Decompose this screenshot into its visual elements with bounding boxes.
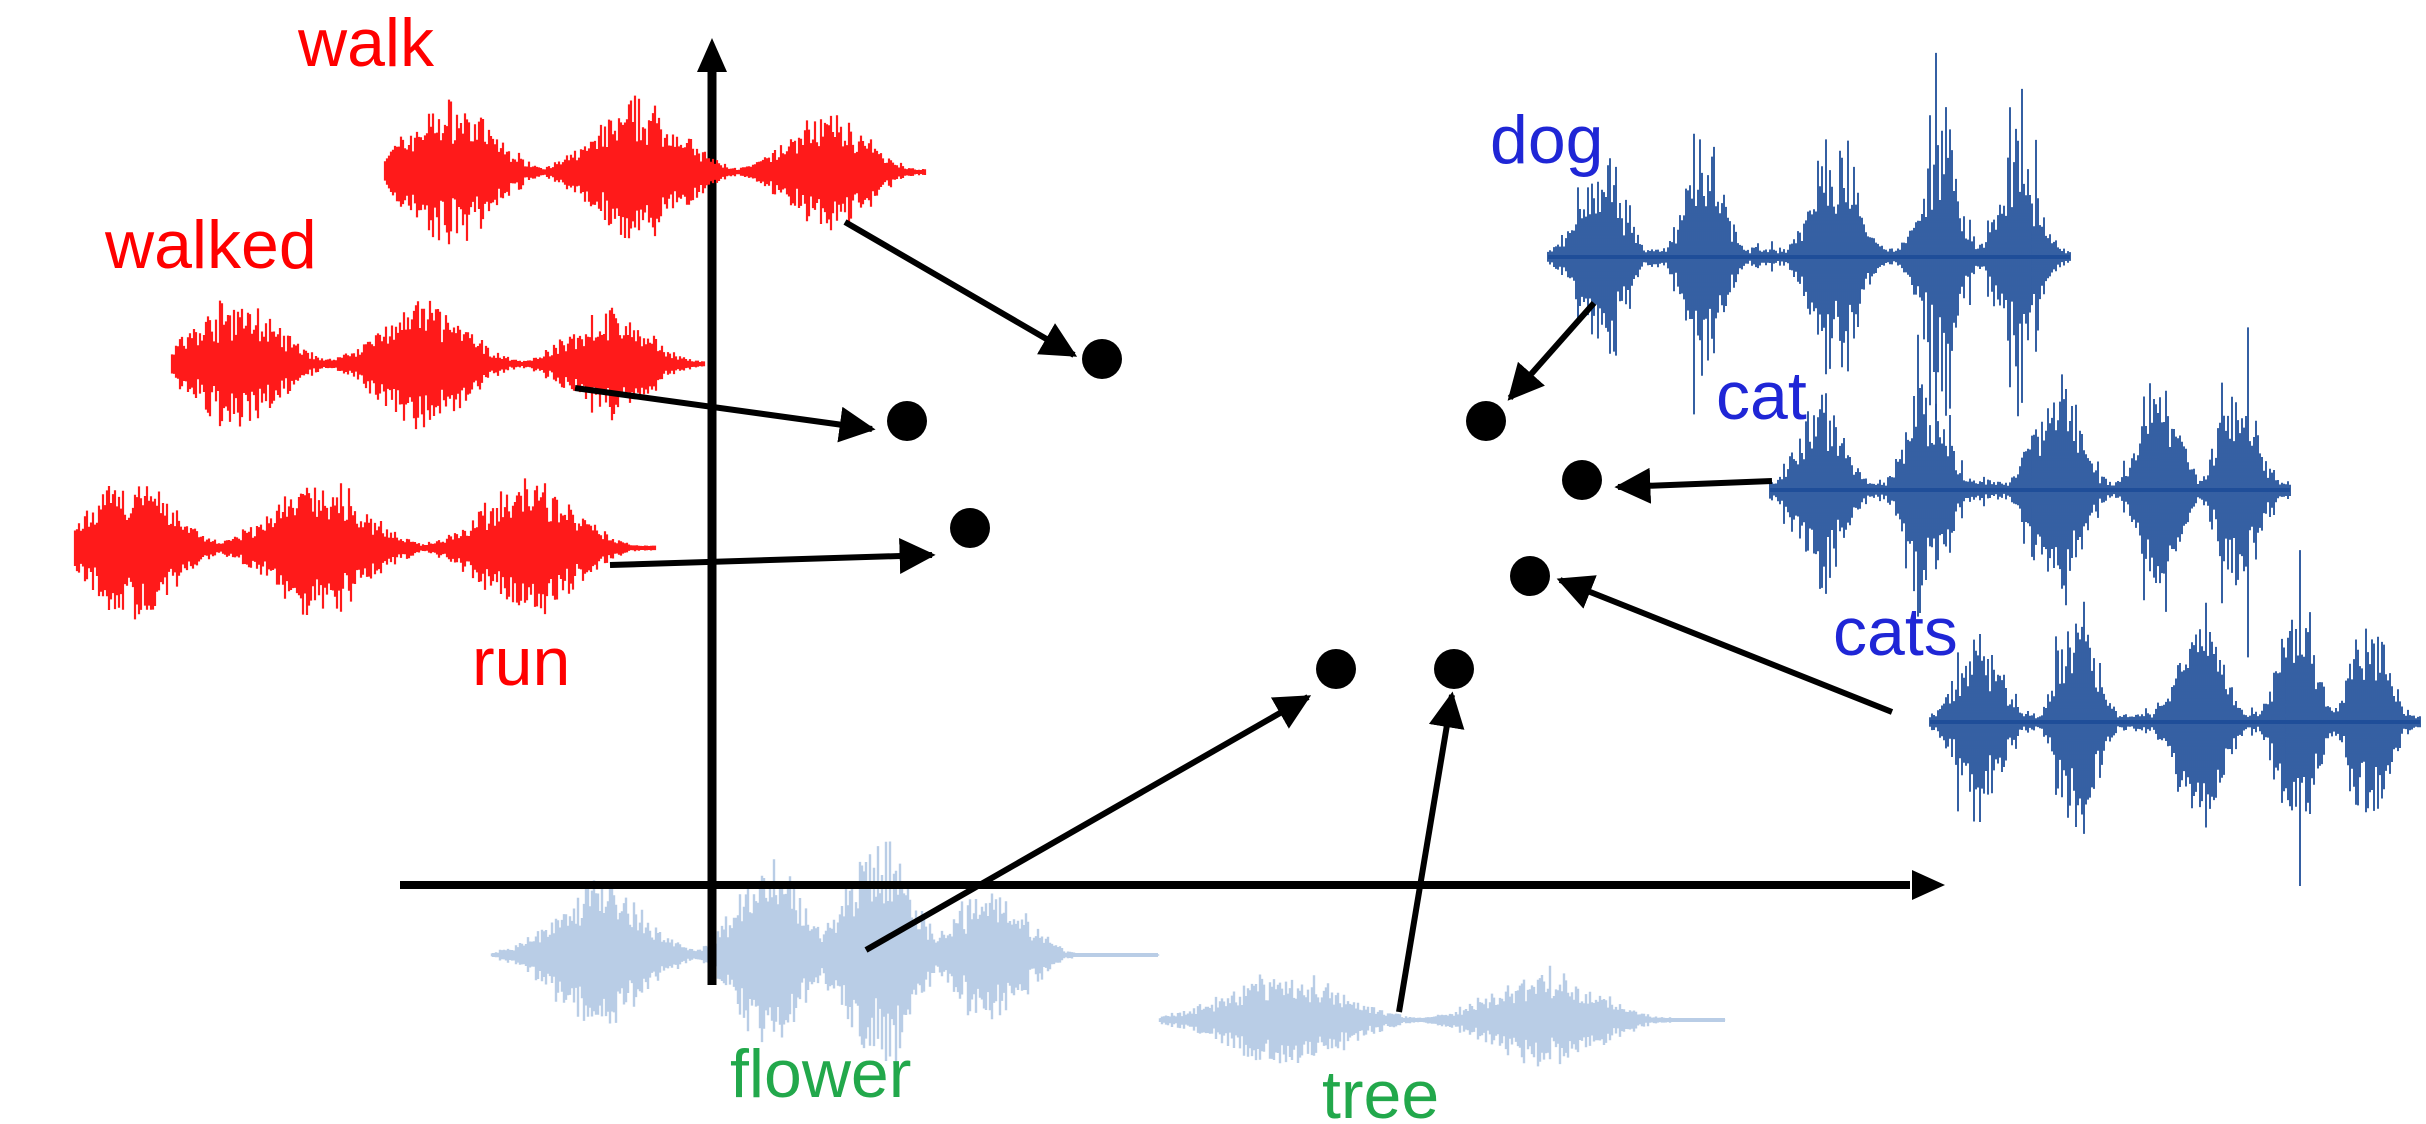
label-walk: walk bbox=[297, 5, 435, 81]
waveform-run bbox=[73, 478, 657, 620]
point-cat bbox=[1562, 460, 1602, 500]
point-walk bbox=[1082, 339, 1122, 379]
label-run: run bbox=[472, 624, 570, 700]
arrow-walked bbox=[574, 385, 876, 443]
point-cats bbox=[1510, 556, 1550, 596]
arrow-flower bbox=[864, 694, 1312, 953]
waveform-tree bbox=[1158, 965, 1726, 1067]
waveform-cats bbox=[1929, 550, 2421, 886]
wf-cats-trace bbox=[1929, 550, 2421, 886]
label-walked: walked bbox=[104, 207, 317, 283]
wf-dog-trace bbox=[1547, 52, 2071, 420]
arrow-run bbox=[609, 538, 936, 574]
arrow-cats bbox=[1556, 575, 1894, 715]
waveform-walk bbox=[383, 95, 927, 245]
waveform-cat bbox=[1769, 327, 2291, 658]
arrow-tree bbox=[1396, 691, 1465, 1013]
wf-walk-trace bbox=[383, 95, 927, 245]
wf-flower-trace bbox=[490, 841, 1160, 1062]
label-flower: flower bbox=[730, 1036, 911, 1112]
label-dog: dog bbox=[1490, 102, 1603, 178]
waveform-flower bbox=[490, 841, 1160, 1062]
label-cats: cats bbox=[1833, 594, 1958, 670]
point-tree bbox=[1434, 649, 1474, 689]
point-run bbox=[950, 508, 990, 548]
arrow-dog bbox=[1507, 301, 1597, 401]
point-walked bbox=[887, 401, 927, 441]
point-flower bbox=[1316, 649, 1356, 689]
waveform-dog bbox=[1547, 52, 2071, 420]
arrow-walk bbox=[843, 219, 1078, 358]
label-tree: tree bbox=[1322, 1057, 1439, 1124]
wf-tree-trace bbox=[1158, 965, 1726, 1067]
waveform-walked bbox=[170, 300, 706, 430]
y-axis-arrowhead bbox=[697, 38, 727, 72]
point-dog bbox=[1466, 401, 1506, 441]
x-axis-arrowhead bbox=[1912, 870, 1945, 900]
arrow-cat bbox=[1614, 467, 1773, 504]
label-cat: cat bbox=[1716, 358, 1807, 434]
